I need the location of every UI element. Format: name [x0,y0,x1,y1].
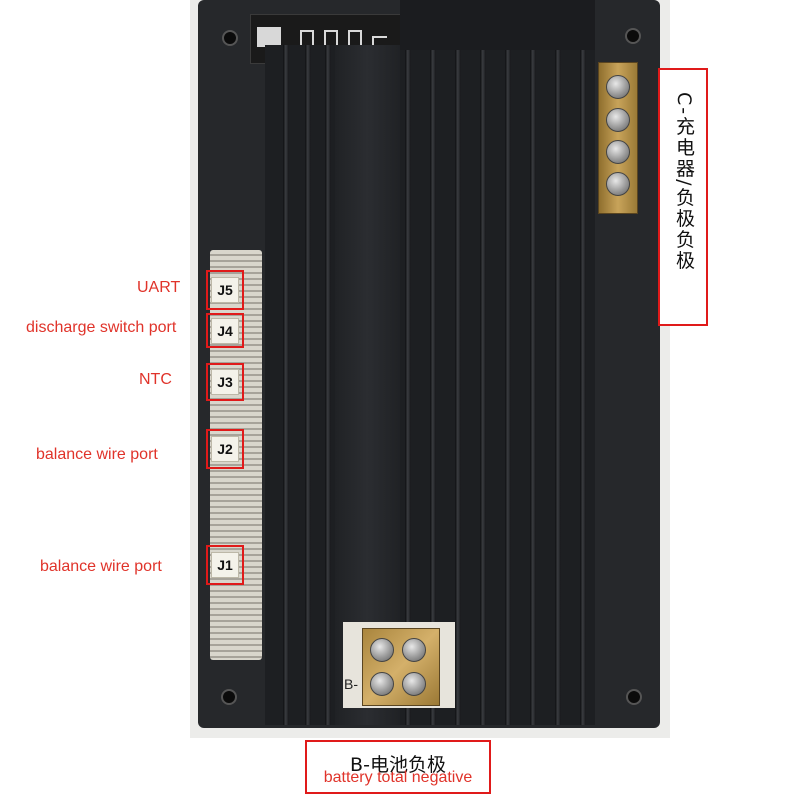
mount-hole-top-left [222,30,238,46]
connector-j2: J2 [211,436,239,462]
terminal-stud [606,140,630,164]
label-ntc: NTC [139,371,172,388]
heatsink [265,45,595,725]
pcb-marking-b-minus: B- [344,676,358,692]
connector-j3-box: J3 [206,363,244,401]
terminal-stud [402,638,426,662]
battery-negative-english: battery total negative [323,769,473,786]
label-uart: UART [137,279,181,296]
connector-j1: J1 [211,552,239,578]
terminal-stud [370,638,394,662]
connector-j2-box: J2 [206,429,244,469]
connector-j5: J5 [211,277,239,303]
label-balance-wire-port-2: balance wire port [40,558,162,575]
connector-j1-box: J1 [206,545,244,585]
mount-hole-bottom-right [626,689,642,705]
battery-negative-box: B-电池负极 battery total negative [305,740,491,794]
terminal-stud [606,75,630,99]
connector-j5-box: J5 [206,270,244,310]
mount-hole-top-right [625,28,641,44]
terminal-stud [606,172,630,196]
label-balance-wire-port-1: balance wire port [36,446,158,463]
terminal-stud [402,672,426,696]
mount-hole-bottom-left [221,689,237,705]
heatsink-top-ridge [400,0,595,50]
connector-j3: J3 [211,369,239,395]
connector-j4-box: J4 [206,313,244,348]
connector-j4: J4 [211,317,239,344]
terminal-stud [370,672,394,696]
charger-negative-box: C-充电器/负极负极 [658,68,708,326]
label-discharge-switch-port: discharge switch port [26,319,177,336]
charger-negative-label: C-充电器/负极负极 [673,92,695,272]
battery-negative-chinese: B-电池负极 [350,754,446,776]
terminal-stud [606,108,630,132]
